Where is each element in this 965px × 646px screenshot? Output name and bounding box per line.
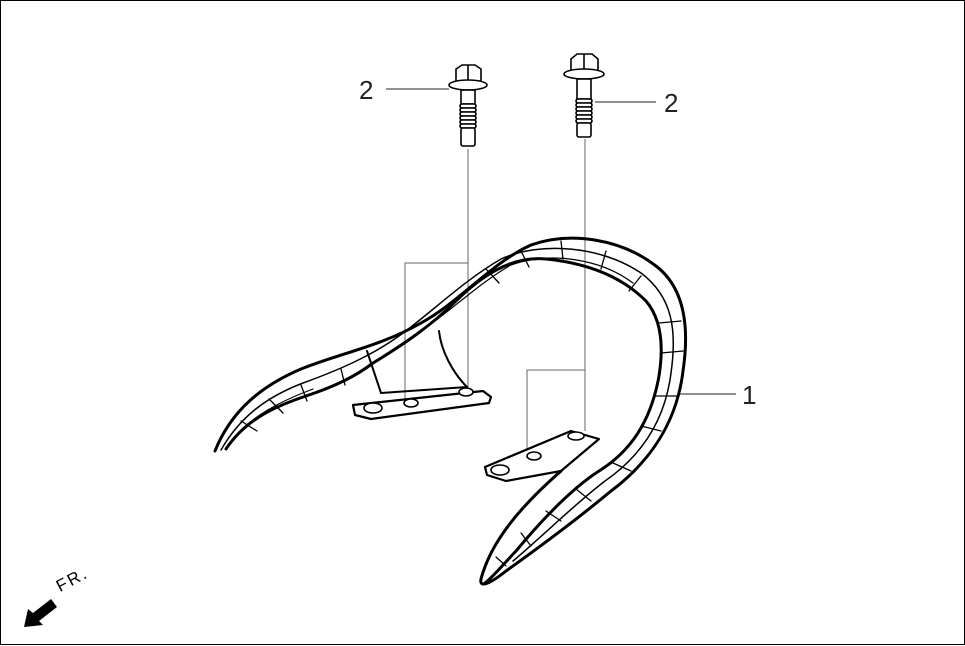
callout-1: 1 (742, 380, 757, 410)
bolt-left (448, 64, 488, 147)
grab-rail (213, 236, 688, 586)
bolt-right (563, 53, 605, 138)
callout-2-left: 2 (359, 75, 374, 105)
assembly-guide-lines (386, 88, 736, 449)
callout-2-right: 2 (664, 88, 679, 118)
arrow-down-left-icon (24, 599, 57, 627)
